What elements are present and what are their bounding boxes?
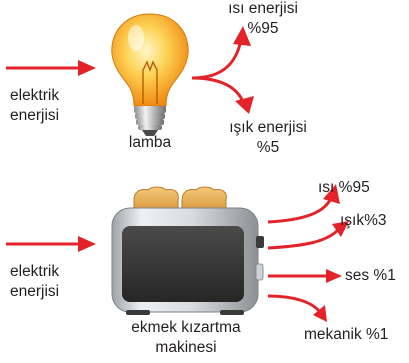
lamp-output-heat-label-line2: %95 (247, 20, 279, 37)
toaster-output-mechanical-label: mekanik %1 (304, 326, 389, 343)
light-bulb-icon (111, 13, 189, 136)
lamp-input-arrow (6, 60, 96, 76)
lamp-output-heat-label: ısı enerjisi %95 (208, 0, 318, 39)
toaster-output-heat-label: ısı %95 (318, 179, 370, 196)
toaster-device-label: ekmek kızartma makinesi (108, 318, 264, 358)
lamp-output-heat-label-line1: ısı enerjisi (228, 0, 298, 17)
toaster-device-label-line1: ekmek kızartma (131, 319, 241, 336)
toaster-device-label-line2: makinesi (155, 339, 217, 356)
toaster-output-sound-arrow (268, 269, 342, 283)
lamp-input-label: elektrik enerjisi (10, 86, 59, 126)
lamp-output-light-label-line1: ışık enerjisi (229, 119, 307, 136)
lamp-output-light-arrow (191, 76, 254, 114)
toaster-icon (111, 186, 264, 315)
lamp-output-light-label: ışık enerjisi %5 (208, 118, 328, 158)
toaster-input-label-line2: enerjisi (10, 283, 60, 300)
lamp-device-label: lamba (128, 134, 172, 151)
toaster-input-label: elektrik enerjisi (10, 262, 59, 302)
lamp-output-light-label-line2: %5 (256, 139, 280, 156)
toaster-output-sound-label: ses %1 (345, 267, 396, 284)
toaster-output-heat-arrow (267, 184, 340, 224)
toaster-input-arrow (6, 236, 96, 252)
toaster-output-light-label: ışık%3 (340, 212, 387, 229)
lamp-input-label-line2: enerjisi (10, 107, 60, 124)
toaster-output-light-arrow (267, 221, 349, 250)
toaster-input-label-line1: elektrik (10, 263, 60, 280)
toaster-output-mechanical-arrow (267, 294, 327, 322)
lamp-input-label-line1: elektrik (10, 87, 60, 104)
